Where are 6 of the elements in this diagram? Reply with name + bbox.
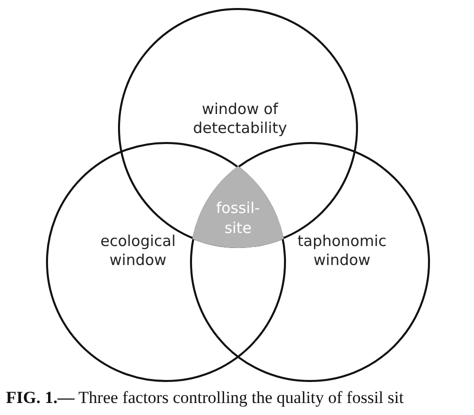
set-label: ecological window: [99, 232, 177, 270]
set-label: taphonomic window: [296, 232, 388, 270]
intersection-region: [190, 164, 286, 250]
region-label: fossil-site: [215, 198, 261, 238]
figure-caption: FIG. 1.— Three factors controlling the quality of fossil sit: [6, 388, 404, 408]
set-label: window of detectability: [192, 100, 288, 138]
